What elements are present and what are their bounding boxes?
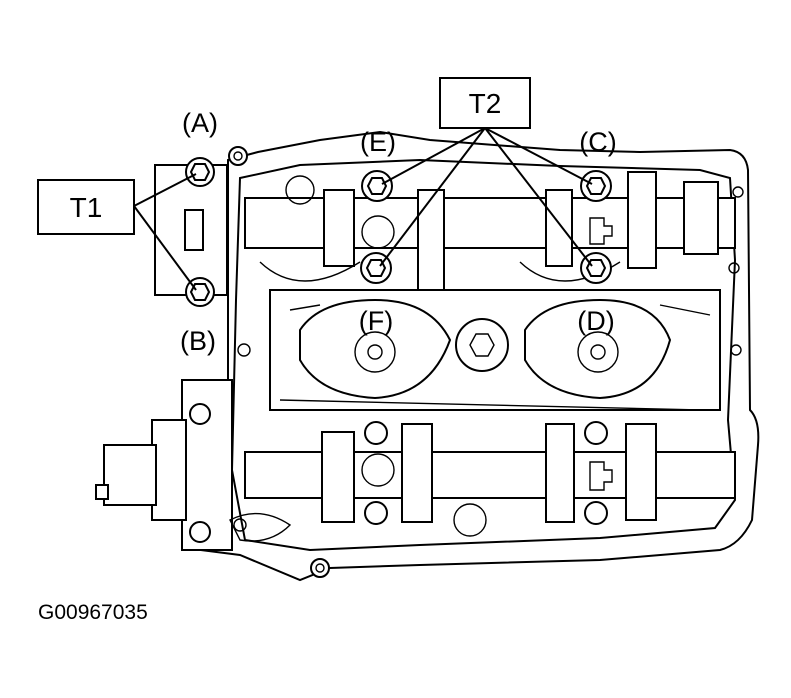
lower-camshaft bbox=[244, 421, 736, 537]
bolt-c bbox=[580, 170, 612, 202]
bolt-e bbox=[361, 170, 393, 202]
label-c: (C) bbox=[579, 127, 616, 157]
callout-t1-label: T1 bbox=[70, 192, 103, 223]
upper-camshaft bbox=[244, 171, 736, 291]
callout-t1: T1 bbox=[37, 173, 197, 291]
figure-id: G00967035 bbox=[38, 601, 148, 624]
left-side-components bbox=[95, 164, 292, 551]
bolt-a bbox=[185, 157, 215, 187]
label-b: (B) bbox=[180, 326, 216, 356]
callout-t2: T2 bbox=[379, 77, 593, 267]
label-e: (E) bbox=[360, 127, 396, 157]
label-d: (D) bbox=[577, 306, 614, 336]
label-a: (A) bbox=[182, 108, 218, 138]
label-f: (F) bbox=[359, 306, 393, 336]
callout-t2-label: T2 bbox=[469, 88, 502, 119]
middle-plate bbox=[269, 289, 721, 411]
